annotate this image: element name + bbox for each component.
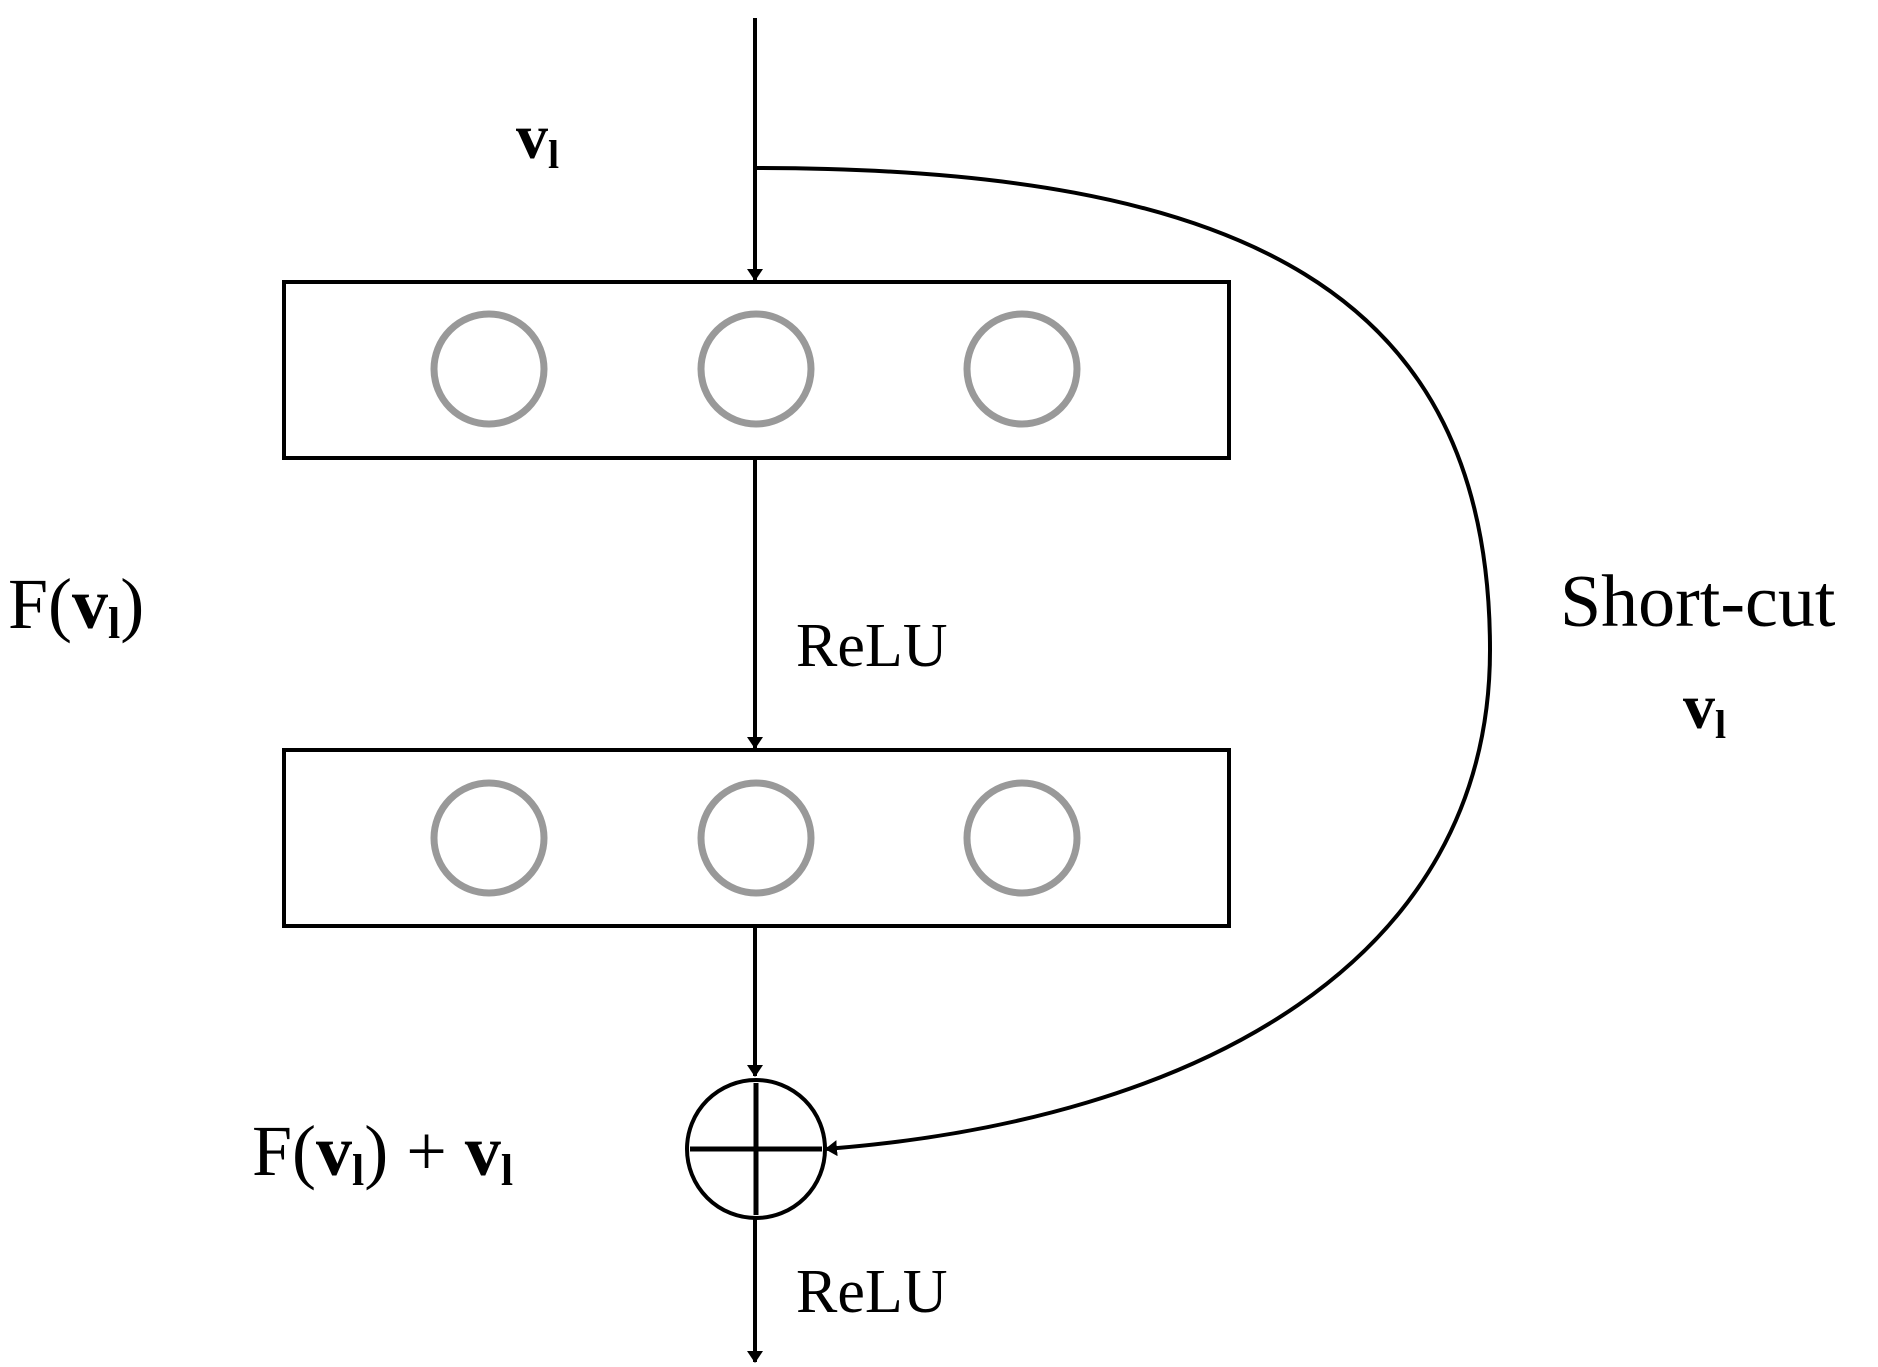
layer-2-node (697, 779, 815, 897)
sum-label: F(vl) + vl (252, 1111, 513, 1195)
layer-1-node (430, 310, 548, 428)
residual-function-label: F(vl) (8, 564, 144, 648)
shortcut-curve (754, 166, 1493, 1157)
input-label: vl (516, 101, 559, 177)
shortcut-v-label: vl (1683, 671, 1726, 747)
layer-2-node (963, 779, 1081, 897)
layer-2-node (430, 779, 548, 897)
layer-1-box (282, 280, 1231, 460)
layer-1-node (697, 310, 815, 428)
relu-out-label: ReLU (796, 1258, 948, 1326)
relu-mid-label: ReLU (796, 612, 948, 680)
layer-1-node (963, 310, 1081, 428)
layer-2-box (282, 748, 1231, 928)
shortcut-title: Short-cut (1560, 561, 1836, 643)
